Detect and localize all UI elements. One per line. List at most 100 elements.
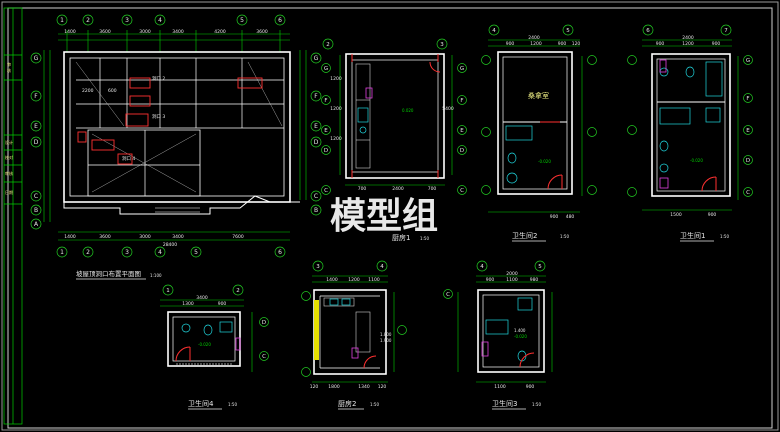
axis-label: B bbox=[314, 207, 318, 214]
opening-label: 洞口 2 bbox=[152, 75, 165, 82]
axis-label: C bbox=[314, 193, 318, 200]
roof-plan: 1 2 3 4 5 6 1 2 3 4 5 6 bbox=[30, 14, 322, 280]
dimension-text: 900 bbox=[526, 384, 535, 390]
axis-label: 5 bbox=[566, 28, 570, 34]
bathroom1-dimensions: 2400 900 1200 900 1500 900 bbox=[656, 35, 721, 218]
kitchen1-axis-labels: 2 3 G F E D C G F E D C bbox=[324, 42, 464, 194]
roof-plan-annex bbox=[63, 195, 300, 215]
level-mark: 1.900 bbox=[380, 338, 392, 343]
axis-label: G bbox=[746, 58, 750, 64]
kitchen2-dimensions: 1400 1200 1100 120 1800 1340 120 bbox=[310, 277, 387, 390]
axis-label: D bbox=[314, 139, 319, 146]
dimension-text: 900 bbox=[218, 301, 227, 307]
kitchen2-window bbox=[314, 300, 319, 360]
axis-label: C bbox=[460, 188, 464, 194]
dimension-text: 2200 bbox=[82, 88, 94, 94]
axis-label: D bbox=[34, 139, 39, 146]
dimension-text: 3400 bbox=[196, 295, 208, 301]
kitchen1-openings bbox=[351, 54, 441, 178]
view-scale: 1:50 bbox=[370, 402, 379, 407]
dimension-text: 3400 bbox=[172, 234, 184, 240]
axis-label: 4 bbox=[158, 249, 162, 256]
kitchen2-door bbox=[363, 355, 377, 369]
bathroom3-axis-bubbles bbox=[443, 260, 546, 299]
bathroom4-axis-labels: 1 2 D C bbox=[166, 288, 266, 360]
axis-label: 5 bbox=[538, 264, 542, 270]
kitchen1-fixtures bbox=[357, 107, 369, 134]
kitchen2-axis-bubbles bbox=[301, 260, 407, 377]
bathroom2-axis-bubbles bbox=[481, 24, 597, 195]
view-scale: 1:50 bbox=[420, 236, 429, 241]
axis-label: G bbox=[324, 66, 328, 72]
bathroom3-accent bbox=[481, 341, 489, 357]
roof-plan-dimensions: 1400 3600 3000 3400 4200 3600 1400 3600 … bbox=[64, 29, 268, 248]
kitchen1-walls bbox=[345, 53, 445, 179]
axis-label: 7 bbox=[724, 28, 728, 34]
kitchen1-accent bbox=[365, 87, 373, 99]
bathroom3-dimension-lines bbox=[457, 275, 553, 383]
axis-label: 3 bbox=[125, 17, 129, 24]
bathroom1-accents bbox=[659, 59, 669, 189]
bathroom3-plan: 4 5 C 2000 900 1100 980 1100 900 bbox=[443, 260, 553, 410]
dimension-text: 900 bbox=[712, 41, 721, 47]
dimension-text: 4200 bbox=[214, 29, 226, 35]
axis-label: 6 bbox=[278, 17, 282, 24]
axis-label: 6 bbox=[278, 249, 282, 256]
title-block bbox=[3, 7, 23, 425]
roof-plan-walls bbox=[63, 51, 291, 203]
axis-label: 4 bbox=[380, 264, 384, 270]
axis-label: E bbox=[460, 128, 464, 134]
axis-label: C bbox=[324, 188, 328, 194]
dimension-text: 1200 bbox=[330, 76, 342, 82]
dimension-text: 1200 bbox=[682, 41, 694, 47]
view-scale: 1:50 bbox=[532, 402, 541, 407]
kitchen1-plan: 2 3 G F E D C G F E D C 700 2400 700 120… bbox=[321, 38, 467, 242]
dimension-text: 5400 bbox=[442, 106, 454, 112]
axis-label: E bbox=[324, 128, 328, 134]
dimension-text: 600 bbox=[108, 88, 117, 94]
view-title: 坡屋顶洞口布置平面图 bbox=[76, 269, 141, 278]
level-mark: -0.020 bbox=[538, 159, 551, 164]
bathroom2-walls bbox=[497, 51, 573, 195]
kitchen2-accent bbox=[351, 347, 359, 359]
axis-label: F bbox=[34, 93, 38, 100]
dimension-text: 1800 bbox=[328, 384, 340, 390]
axis-label: E bbox=[746, 128, 750, 134]
bathroom2-plan: 4 5 2400 900 1200 900 120 900 480 bbox=[481, 24, 597, 242]
dimension-text: 900 bbox=[506, 41, 515, 47]
axis-label: D bbox=[746, 158, 750, 164]
dimension-text: 1300 bbox=[182, 301, 194, 307]
level-mark: 1.800 bbox=[380, 332, 392, 337]
dimension-text: 1200 bbox=[530, 41, 542, 47]
bathroom4-dimensions: 3400 1300 900 bbox=[182, 295, 226, 307]
axis-label: F bbox=[746, 96, 749, 102]
dimension-text: 900 bbox=[656, 41, 665, 47]
dimension-text: 1400 bbox=[326, 277, 338, 283]
view-title: 卫生间2 bbox=[512, 231, 537, 240]
dimension-text: 1500 bbox=[670, 212, 682, 218]
dimension-text: 7600 bbox=[232, 234, 244, 240]
kitchen1-axis-bubbles bbox=[321, 38, 467, 195]
axis-label: 1 bbox=[60, 249, 64, 256]
axis-label: F bbox=[460, 98, 463, 104]
dimension-text: 1340 bbox=[358, 384, 370, 390]
roof-plan-dimension-lines bbox=[43, 30, 307, 241]
level-mark: -0.020 bbox=[690, 158, 703, 163]
level-mark: -0.020 bbox=[198, 342, 211, 347]
dimension-text: 120 bbox=[378, 384, 387, 390]
axis-label: 3 bbox=[440, 42, 444, 48]
axis-label: B bbox=[34, 207, 38, 214]
axis-label: 5 bbox=[240, 17, 244, 24]
bathroom2-fixtures bbox=[505, 125, 533, 184]
axis-label: 2 bbox=[86, 249, 90, 256]
dimension-text: 1400 bbox=[64, 29, 76, 35]
dimension-total: 28400 bbox=[163, 242, 177, 248]
bathroom1-axis-bubbles bbox=[627, 24, 753, 197]
title-block-label: 校对 bbox=[5, 154, 13, 160]
axis-label: 5 bbox=[194, 249, 198, 256]
bathroom1-axis-labels: 6 7 G F E D C bbox=[646, 28, 750, 196]
dimension-text: 980 bbox=[530, 277, 539, 283]
axis-label: 2 bbox=[86, 17, 90, 24]
level-mark: 0.020 bbox=[402, 108, 414, 113]
axis-label: 1 bbox=[166, 288, 170, 294]
